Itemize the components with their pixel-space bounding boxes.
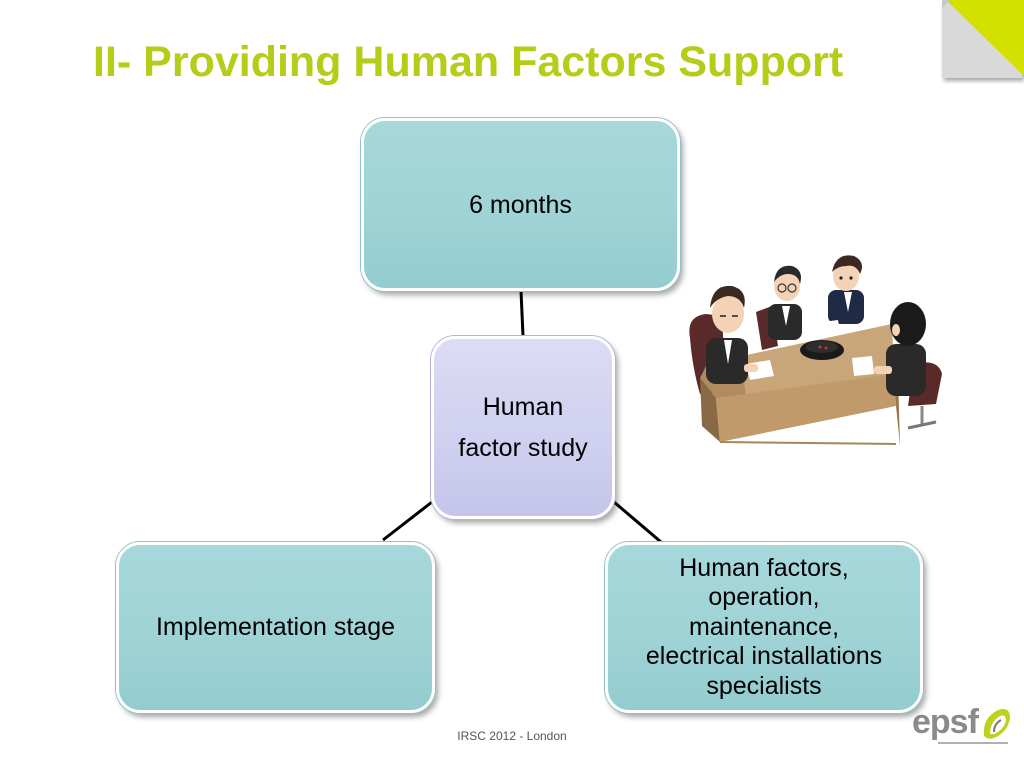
slide-footer: IRSC 2012 - London xyxy=(457,729,567,743)
connector-left xyxy=(382,500,433,542)
logo-mark-icon xyxy=(983,709,1010,739)
connector-right xyxy=(613,500,662,544)
node-bottom-right-line-2: operation, xyxy=(708,583,820,612)
node-center-line-2: factor study xyxy=(458,433,588,462)
node-bottom-right-line-1: Human factors, xyxy=(679,553,849,582)
node-center-line-1: Human xyxy=(482,392,564,421)
epsf-logo: epsf xyxy=(912,704,1012,750)
node-bottom-right-line-4: electrical installations xyxy=(645,642,883,671)
corner-fold-icon xyxy=(942,0,1024,78)
node-top-label: 6 months xyxy=(469,191,572,219)
slide-title: II- Providing Human Factors Support xyxy=(93,38,844,86)
logo-subtitle-mark xyxy=(938,742,1008,744)
node-bottom-right-line-3: maintenance, xyxy=(688,612,840,641)
logo-text: epsf xyxy=(912,703,979,741)
node-top: 6 months xyxy=(361,118,680,291)
meeting-illustration xyxy=(689,255,942,446)
node-bottom-left-label: Implementation stage xyxy=(155,613,396,641)
node-center: Human factor study xyxy=(431,336,615,519)
connector-top xyxy=(519,290,525,337)
node-bottom-right-line-5: specialists xyxy=(706,671,822,700)
node-bottom-left: Implementation stage xyxy=(116,542,435,713)
node-bottom-right: Human factors, operation, maintenance, e… xyxy=(605,542,923,713)
